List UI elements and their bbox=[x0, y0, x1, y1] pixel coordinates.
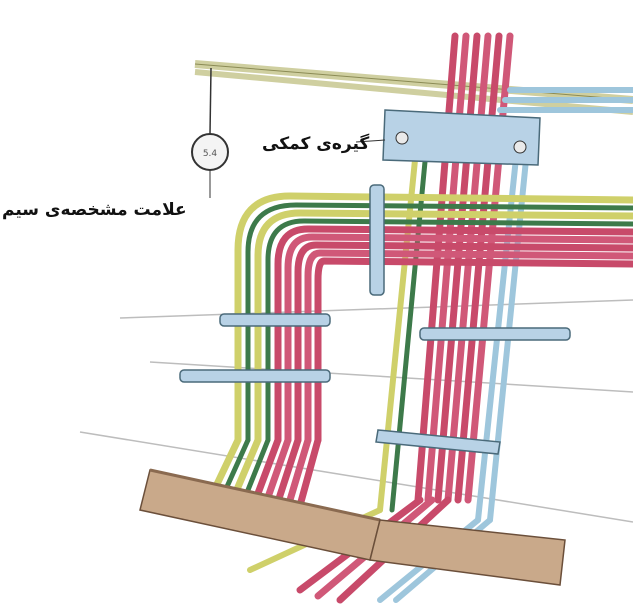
wire-marker: 5.4 bbox=[192, 68, 228, 170]
wire-marker-label: علامت مشخصه‌ی سیم bbox=[2, 200, 187, 220]
auxiliary-clamp bbox=[383, 110, 540, 165]
vertical-bundle bbox=[380, 36, 633, 520]
auxiliary-clamp-label: گیره‌ی کمکی bbox=[262, 134, 369, 154]
svg-text:5.4: 5.4 bbox=[203, 149, 218, 159]
